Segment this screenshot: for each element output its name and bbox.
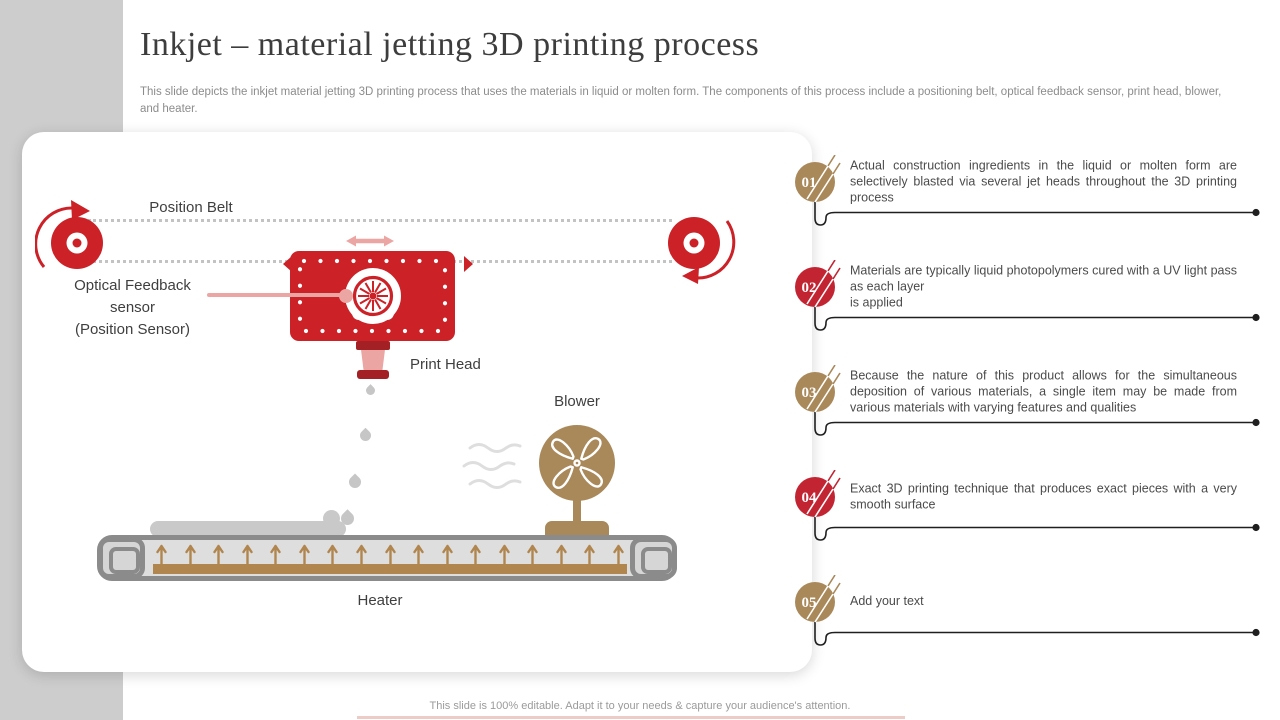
step-number-badge: 05 [795, 575, 841, 623]
svg-text:02: 02 [802, 280, 817, 296]
svg-text:05: 05 [802, 595, 817, 611]
process-step: 05 Add your text [790, 575, 1268, 667]
step-number-badge: 04 [795, 470, 841, 518]
svg-text:03: 03 [802, 385, 817, 401]
step-text: Actual construction ingredients in the l… [850, 158, 1237, 204]
step-text: Add your text [850, 594, 924, 609]
step-number-badge: 01 [795, 155, 841, 203]
diagram-card [22, 132, 812, 672]
step-number-badge: 02 [795, 260, 841, 308]
connector-line [814, 515, 1260, 541]
step-text: Because the nature of this product allow… [850, 368, 1237, 414]
step-text: Materials are typically liquid photopoly… [850, 263, 1237, 309]
footer-accent-line [357, 716, 905, 719]
svg-text:04: 04 [802, 490, 818, 506]
connector-line [814, 410, 1260, 436]
page-title: Inkjet – material jetting 3D printing pr… [140, 26, 760, 63]
connector-line [814, 305, 1260, 331]
svg-text:01: 01 [802, 175, 817, 191]
connector-line [814, 200, 1260, 226]
step-text: Exact 3D printing technique that produce… [850, 481, 1237, 511]
step-number-badge: 03 [795, 365, 841, 413]
page-subtitle: This slide depicts the inkjet material j… [140, 86, 1222, 115]
process-step: 04 Exact 3D printing technique that prod… [790, 470, 1268, 562]
connector-line [814, 620, 1260, 646]
process-step: 02 Materials are typically liquid photop… [790, 260, 1268, 352]
process-step: 03 Because the nature of this product al… [790, 365, 1268, 457]
footer-note: This slide is 100% editable. Adapt it to… [429, 700, 851, 712]
process-step: 01 Actual construction ingredients in th… [790, 155, 1268, 247]
